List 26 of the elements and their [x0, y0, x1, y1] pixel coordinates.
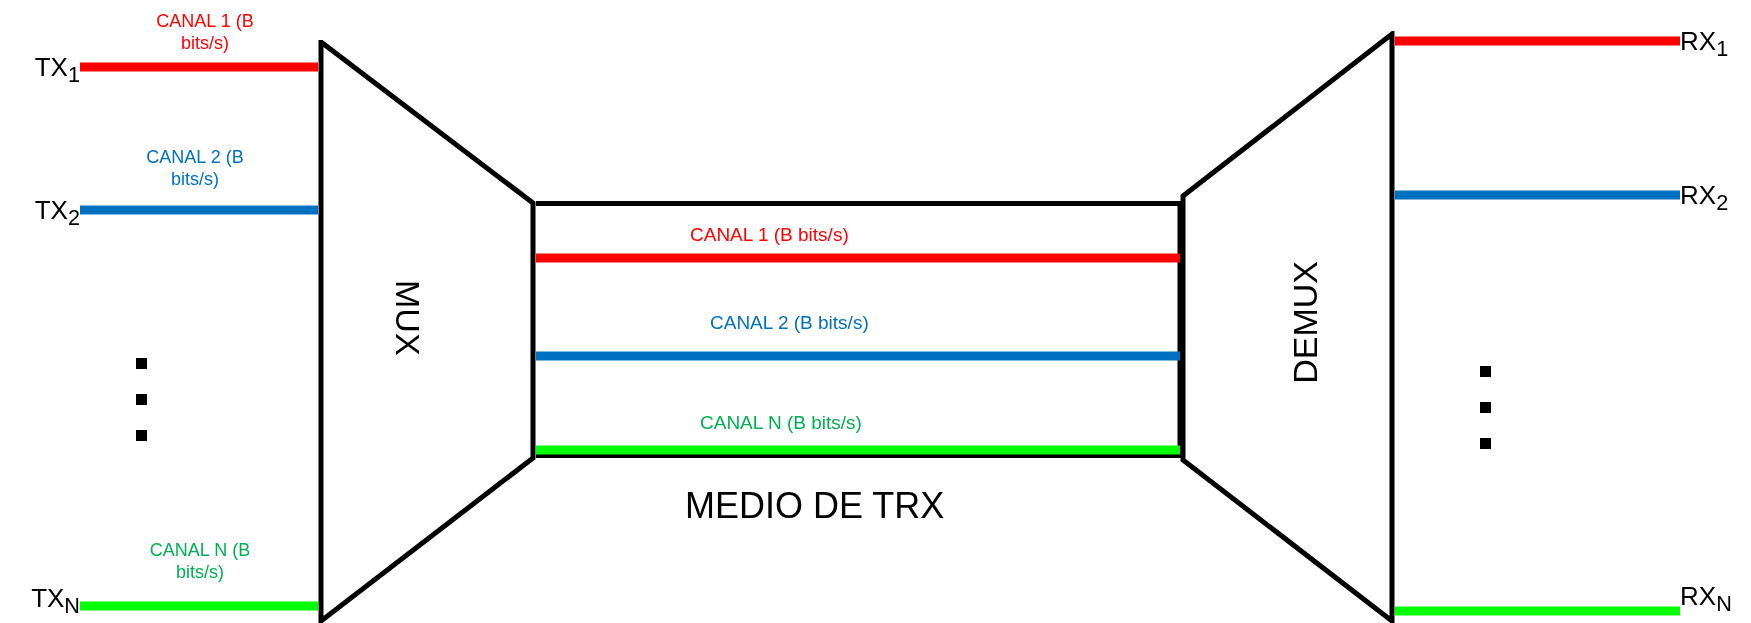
- receiver-label: RX$_{1}$: [1680, 23, 1750, 59]
- channel-line: [1395, 190, 1680, 200]
- edge-label: CANAL 1 (B bits/s): [155, 10, 255, 54]
- channel-line: [536, 253, 1180, 263]
- edge-label: CANAL 2 (B bits/s): [145, 146, 245, 190]
- channel-line: [80, 601, 318, 611]
- edge-label: CANAL 1 (B bits/s): [690, 224, 849, 246]
- edge-label: CANAL N (B bits/s): [700, 412, 862, 434]
- multiplexer-trapezoid: [318, 40, 536, 623]
- channel-line: [80, 205, 318, 215]
- channel-line: [1395, 36, 1680, 46]
- receiver-label: RX$_{N}$: [1680, 578, 1750, 614]
- transmitter-label: TX$_{1}$: [8, 49, 80, 85]
- channel-line: [536, 351, 1180, 361]
- transmitter-label: TX$_{2}$: [8, 192, 80, 228]
- edge-label: CANAL 2 (B bits/s): [710, 312, 869, 334]
- channel-line: [80, 62, 318, 72]
- multiplexer-label: MUX: [390, 280, 426, 356]
- channel-line: [536, 445, 1180, 455]
- medium-label: MEDIO DE TRX: [685, 485, 945, 527]
- demultiplexer-label: DEMUX: [1287, 261, 1323, 384]
- demultiplexer-trapezoid: [1180, 31, 1395, 623]
- transmitter-label: TX$_{N}$: [8, 580, 80, 616]
- receiver-label: RX$_{2}$: [1680, 177, 1750, 213]
- edge-label: CANAL N (B bits/s): [148, 539, 252, 583]
- channel-line: [1395, 606, 1680, 616]
